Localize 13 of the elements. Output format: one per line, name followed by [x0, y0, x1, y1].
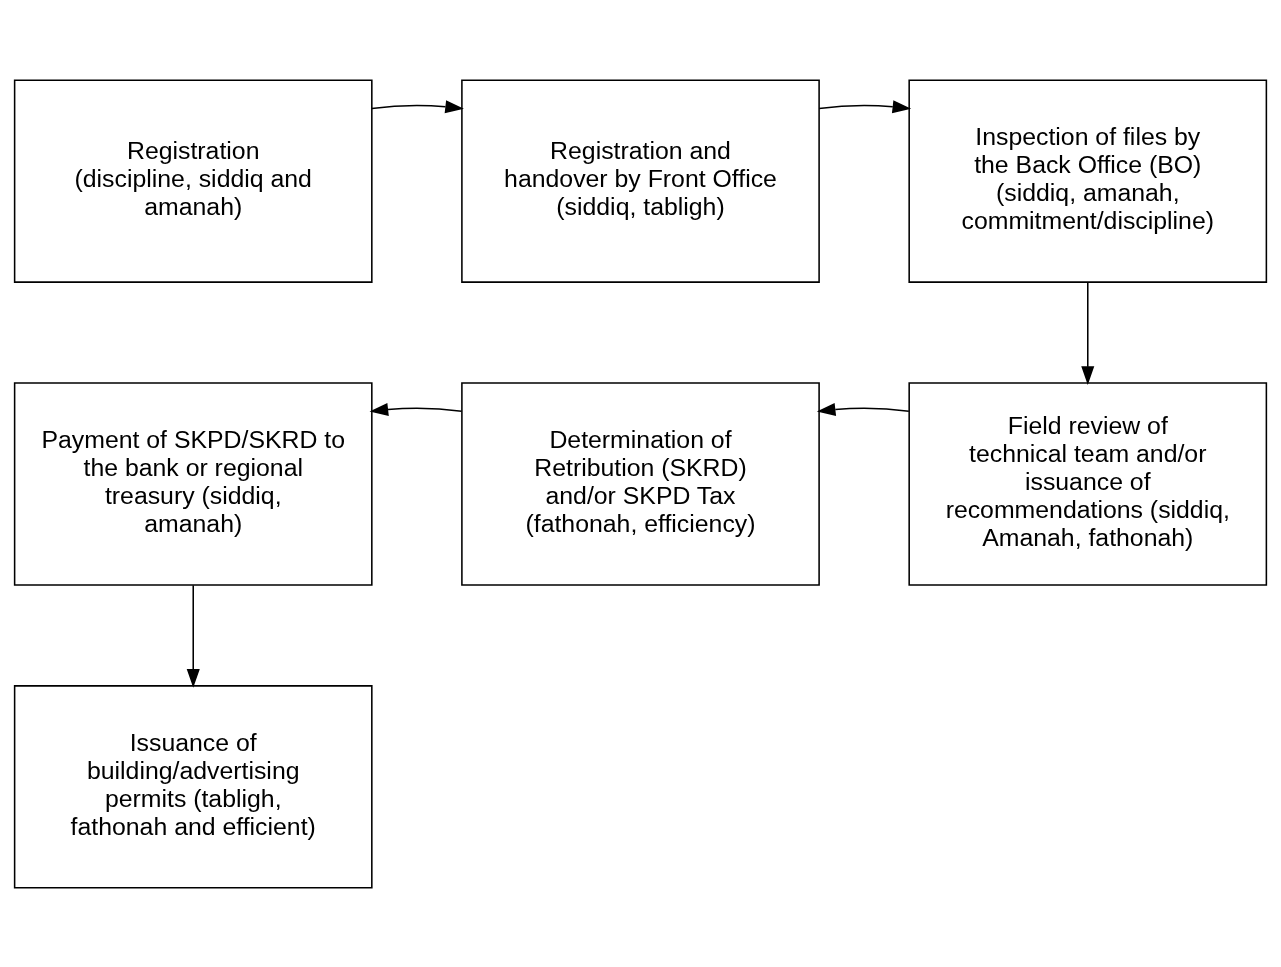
- arrow: [816, 402, 910, 416]
- node-box: Registration (discipline, siddiq and amanah): [13, 78, 373, 283]
- node-box: Registration and handover by Front Office (siddiq, tabligh): [461, 78, 820, 283]
- arrow: [1081, 281, 1095, 385]
- node-box: Issuance of building/advertising permits (tabligh, fathonah and efficient): [13, 684, 373, 889]
- arrow: [186, 584, 200, 688]
- node-box: Determination of Retribution (SKRD) and/or SKPD Tax (fathonah, efficiency): [461, 381, 820, 586]
- arrow: [818, 99, 912, 113]
- arrow: [371, 99, 464, 113]
- node-box: Inspection of files by the Back Office (BO) (siddiq, amanah, commitment/discipline): [908, 78, 1268, 283]
- arrow: [369, 402, 463, 416]
- node-box: Field review of technical team and/or issuance of recommendations (siddiq, Amanah, fathonah): [908, 381, 1268, 586]
- node-box: Payment of SKPD/SKRD to the bank or regional treasury (siddiq, amanah): [13, 381, 373, 586]
